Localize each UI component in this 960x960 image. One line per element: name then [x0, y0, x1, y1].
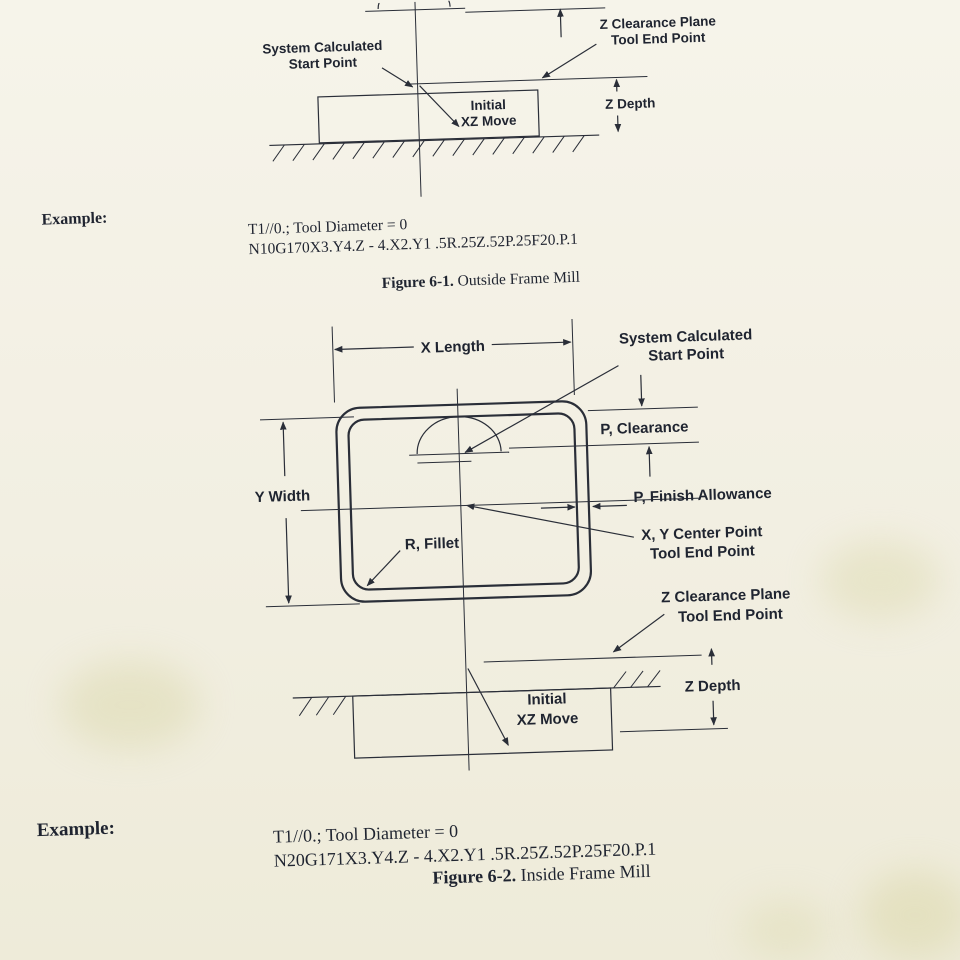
- fig1-z-clearance-label-2: Tool End Point: [611, 30, 706, 48]
- fig2-x-length-label: X Length: [420, 338, 485, 357]
- clearance-line: [465, 7, 606, 13]
- frame-inner-wall: [347, 412, 580, 591]
- fig2-p-clearance-label: P, Clearance: [600, 418, 689, 438]
- initial-move-arrow: [467, 668, 509, 746]
- fig2-center-point-label-2: Tool End Point: [650, 542, 755, 562]
- z-depth-arrow-up: [708, 647, 716, 665]
- fig2-caption-title: Inside Frame Mill: [520, 860, 651, 885]
- p-clearance-line-top: [587, 406, 698, 412]
- fig2-example-heading: Example:: [36, 817, 116, 842]
- x-length-arrow-left: [333, 345, 414, 353]
- floor-hatching: [272, 135, 585, 162]
- z-depth-arrow-down: [710, 700, 717, 726]
- initial-move-arrow: [419, 85, 460, 128]
- p-clearance-arrow-up: [645, 445, 653, 477]
- y-width-ext-bottom: [265, 603, 360, 608]
- paper-stain: [740, 900, 830, 960]
- fig2-p-finish-label: P, Finish Allowance: [633, 485, 772, 506]
- fig2-z-depth-label: Z Depth: [684, 677, 740, 696]
- z-depth-arrow-down: [614, 115, 622, 133]
- fig1-initial-move-label-2: XZ Move: [461, 113, 517, 130]
- start-point-leader: [381, 67, 414, 88]
- fig2-initial-move-label-2: XZ Move: [516, 710, 578, 729]
- z-clearance-leader: [612, 613, 665, 653]
- finish-allowance-arrow-right: [592, 502, 627, 510]
- p-clearance-arrow-down: [638, 374, 645, 407]
- fig1-start-point-label-1: System Calculated: [262, 38, 382, 57]
- y-width-arrow-up: [279, 421, 287, 477]
- fillet-leader: [366, 550, 401, 587]
- centerline: [456, 388, 470, 771]
- fig2-center-point-label-1: X, Y Center Point: [641, 523, 763, 544]
- x-length-ext-left: [331, 326, 335, 403]
- y-width-arrow-down: [285, 518, 292, 604]
- z-clearance-leader: [541, 43, 597, 79]
- fig2-start-point-label-2: Start Point: [648, 345, 724, 364]
- z-clearance-plane: [407, 76, 648, 85]
- workpiece-block: [352, 687, 614, 759]
- fig2-start-point-label-1: System Calculated: [619, 326, 753, 347]
- y-width-ext-top: [259, 416, 354, 421]
- x-length-arrow-right: [491, 338, 572, 346]
- fig2-r-fillet-label: R, Fillet: [405, 535, 460, 554]
- fig2-y-width-label: Y Width: [254, 487, 310, 506]
- fig2-initial-move-label-1: Initial: [527, 690, 567, 708]
- paper-stain: [860, 870, 960, 960]
- fig2-caption-number: Figure 6-2.: [432, 865, 517, 888]
- center-horizontal-line: [300, 497, 701, 512]
- p-clearance-line-bottom: [508, 441, 699, 449]
- x-length-ext-right: [571, 319, 575, 396]
- fig1-z-depth-label: Z Depth: [605, 95, 656, 112]
- tool-clearance-line: [417, 460, 472, 464]
- start-point-leader: [464, 365, 619, 453]
- centerline: [414, 1, 422, 197]
- frame-outer-wall: [335, 400, 593, 603]
- fig1-z-clearance-label-1: Z Clearance Plane: [599, 13, 716, 32]
- floor-hatching: [298, 670, 661, 717]
- z-clearance-plane: [483, 654, 702, 663]
- fig2-z-clearance-label-2: Tool End Point: [678, 606, 783, 626]
- paper-stain: [60, 660, 200, 750]
- fig2-z-clearance-label-1: Z Clearance Plane: [661, 585, 791, 606]
- fig1-start-point-label-2: Start Point: [288, 55, 357, 72]
- clearance-arrow: [557, 8, 564, 38]
- fig1-initial-move-label-1: Initial: [470, 97, 506, 113]
- paper-stain: [820, 540, 940, 620]
- finish-allowance-arrow-left: [540, 503, 576, 511]
- center-point-leader: [465, 503, 634, 538]
- z-depth-bottom-line: [619, 727, 728, 733]
